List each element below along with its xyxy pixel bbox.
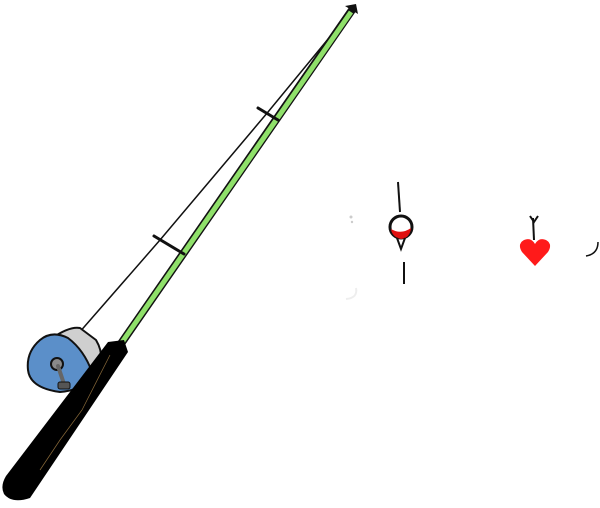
- bobber-icon: [388, 181, 414, 284]
- rod-shaft: [114, 6, 356, 352]
- heart-bait-icon: [519, 215, 551, 266]
- rod-tip-icon: [345, 4, 358, 14]
- rod-guide-icon: [152, 106, 280, 256]
- rod-handle: [2, 340, 128, 501]
- faint-marks: [345, 215, 358, 300]
- fishing-line: [77, 9, 353, 335]
- hook-icon: [585, 241, 599, 257]
- reel-icon: [26, 326, 103, 394]
